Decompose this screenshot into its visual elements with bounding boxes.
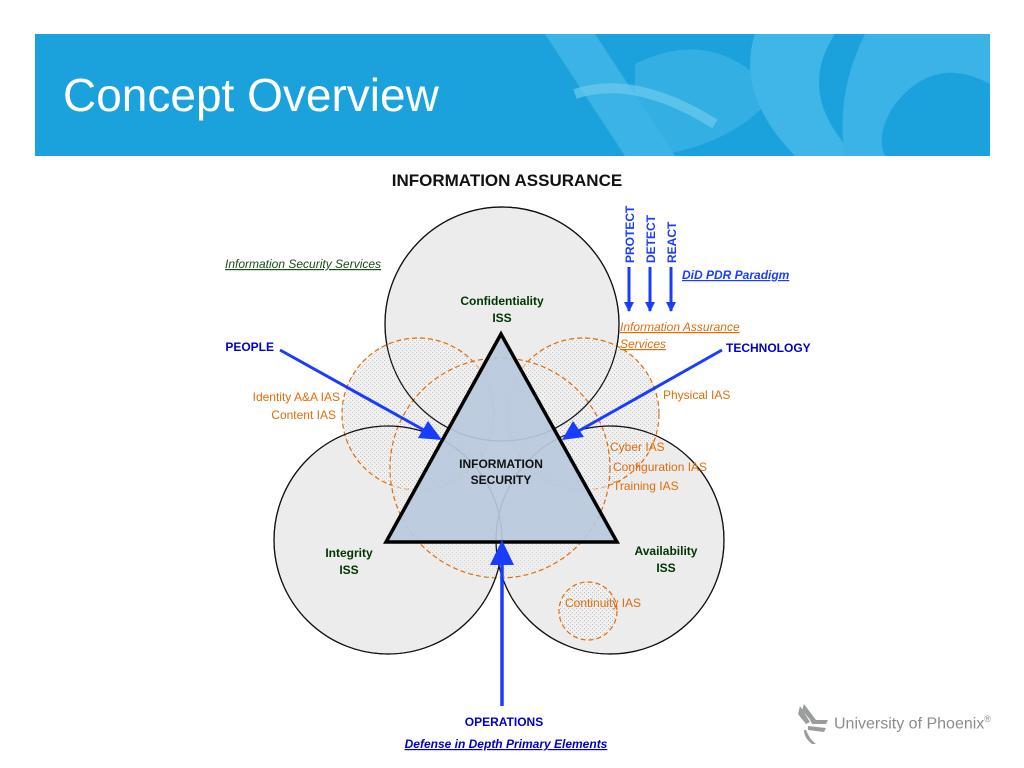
- configuration-ias-label: Configuration IAS: [613, 460, 707, 474]
- cyber-ias-label: Cyber IAS: [610, 440, 665, 454]
- center-label-line1: INFORMATION: [459, 457, 543, 471]
- confidentiality-label: Confidentiality: [460, 294, 544, 308]
- confidentiality-iss-label: ISS: [492, 311, 511, 325]
- ias-services-label-line1: Information Assurance: [620, 320, 740, 334]
- technology-label: TECHNOLOGY: [726, 341, 811, 355]
- pdr-react: REACT: [665, 221, 679, 263]
- iss-services-label: Information Security Services: [225, 257, 381, 271]
- identity-ias-label: Identity A&A IAS: [253, 390, 340, 404]
- integrity-iss-label: ISS: [339, 563, 358, 577]
- title-banner: Concept Overview: [35, 34, 990, 156]
- ias-services-label-line2: Services: [620, 337, 666, 351]
- integrity-label: Integrity: [325, 546, 373, 560]
- operations-arrowhead: [490, 540, 514, 565]
- people-arrow-line: [279, 348, 432, 436]
- technology-arrow-line: [574, 348, 723, 435]
- pdr-detect: DETECT: [644, 214, 658, 263]
- continuity-ias-circle: [558, 581, 618, 641]
- phoenix-bird-icon: [798, 704, 828, 744]
- diagram-heading: INFORMATION ASSURANCE: [392, 171, 622, 190]
- center-label-line2: SECURITY: [471, 473, 532, 487]
- operations-label: OPERATIONS: [465, 715, 543, 729]
- banner-decoration: [545, 34, 990, 156]
- did-pdr-label: DiD PDR Paradigm: [682, 268, 790, 282]
- continuity-ias-label: Continuity IAS: [565, 596, 641, 610]
- logo-name: University of Phoenix: [834, 715, 985, 733]
- slide-title: Concept Overview: [63, 69, 439, 121]
- people-label: PEOPLE: [225, 340, 274, 354]
- content-ias-label: Content IAS: [271, 408, 336, 422]
- availability-iss-label: ISS: [656, 561, 675, 575]
- technology-arrowhead: [562, 421, 584, 440]
- availability-label: Availability: [635, 544, 698, 558]
- logo-registered-mark: ®: [984, 714, 991, 724]
- logo-text: University of Phoenix®: [834, 714, 991, 733]
- people-arrowhead: [418, 421, 442, 440]
- training-ias-label: Training IAS: [613, 479, 679, 493]
- did-elements-label: Defense in Depth Primary Elements: [405, 737, 608, 751]
- pdr-protect: PROTECT: [623, 205, 637, 263]
- university-logo: University of Phoenix®: [794, 700, 994, 746]
- physical-ias-label: Physical IAS: [663, 388, 730, 402]
